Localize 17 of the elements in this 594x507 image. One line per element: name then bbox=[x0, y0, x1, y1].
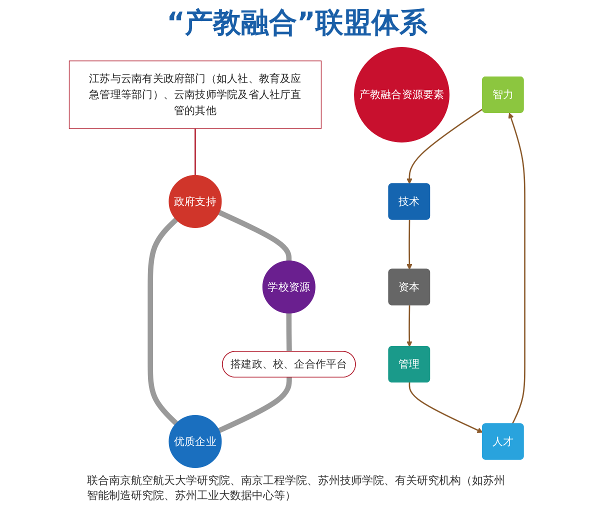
node-box: 江苏与云南有关政府部门（如人社、教育及应急管理等部门）、云南技师学院及省人社厅直管的其他 bbox=[68, 60, 322, 129]
arrow bbox=[406, 305, 412, 347]
connector bbox=[194, 128, 196, 176]
node-circle: 学校资源 bbox=[262, 260, 316, 314]
node-circle: 产教融合资源要素 bbox=[354, 46, 450, 142]
connector bbox=[286, 313, 292, 352]
note-text: 联合南京航空航天大学研究院、南京工程学院、苏州技师学院、有关研究机构（如苏州智能制造研究院、苏州工业大数据中心等） bbox=[87, 473, 506, 503]
connector bbox=[218, 377, 292, 434]
arrow bbox=[406, 108, 484, 184]
node-circle: 优质企业 bbox=[168, 414, 222, 468]
connector bbox=[148, 218, 178, 426]
connector bbox=[218, 210, 292, 261]
title: “产教融合”联盟体系 bbox=[166, 5, 428, 41]
node-circle: 政府支持 bbox=[168, 174, 222, 228]
arrow bbox=[508, 112, 526, 424]
arrow bbox=[408, 382, 483, 433]
arrow bbox=[406, 220, 412, 270]
